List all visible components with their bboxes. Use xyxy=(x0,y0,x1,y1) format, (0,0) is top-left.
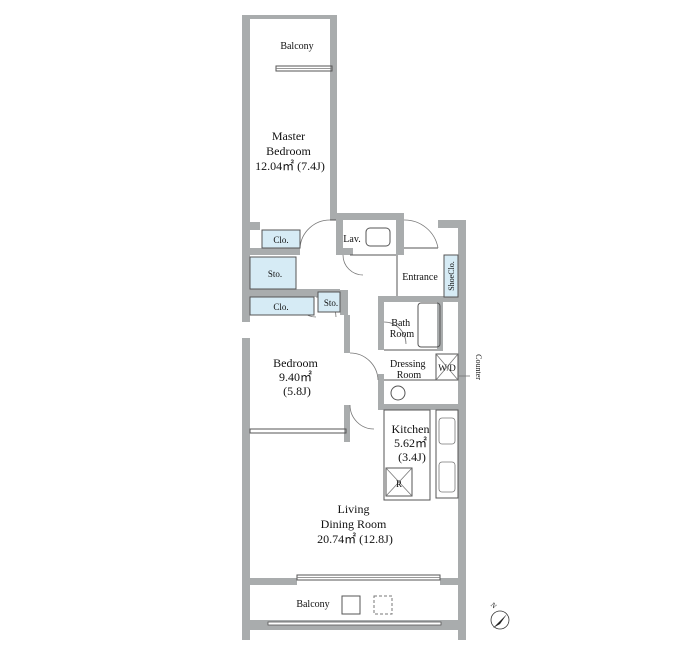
balcony-bottom-label: Balcony xyxy=(296,599,329,610)
closet-2 xyxy=(249,296,315,316)
fridge-label: R xyxy=(396,479,402,489)
dressing-room-line2: Room xyxy=(397,370,422,381)
clo-2-label: Clo. xyxy=(273,302,288,312)
counter-label: Counter xyxy=(474,354,483,380)
bath-room-label: Bath Room xyxy=(390,318,415,340)
master-bedroom-line1: Master xyxy=(272,129,305,143)
bath-room-line2: Room xyxy=(390,329,415,340)
bedroom-area: 9.40㎡ xyxy=(279,370,312,384)
kitchen-jo: (3.4J) xyxy=(398,450,426,464)
living-line2: Dining Room xyxy=(321,517,387,531)
bedroom-line1: Bedroom xyxy=(273,356,318,370)
kitchen-label: Kitchen 5.62㎡ (3.4J) xyxy=(392,422,433,464)
clo-1-label: Clo. xyxy=(273,235,288,245)
room-labels: Balcony Master Bedroom 12.04㎡ (7.4J) Clo… xyxy=(255,41,483,610)
walls xyxy=(242,15,466,640)
entrance-label: Entrance xyxy=(402,272,438,283)
dressing-room-label: Dressing Room xyxy=(390,359,428,381)
compass-circle xyxy=(490,610,510,630)
sto-1-label: Sto. xyxy=(268,269,282,279)
storage-1 xyxy=(249,256,297,290)
master-bedroom-area: 12.04㎡ (7.4J) xyxy=(255,159,325,173)
shoe-closet xyxy=(443,254,459,298)
bedroom-label: Bedroom 9.40㎡ (5.8J) xyxy=(273,356,321,398)
shoe-closet-label: ShoeClo. xyxy=(447,261,456,291)
living-area: 20.74㎡ (12.8J) xyxy=(317,532,393,546)
kitchen-area: 5.62㎡ xyxy=(394,436,427,450)
interior-lines xyxy=(295,219,470,615)
kitchen-line1: Kitchen xyxy=(392,422,430,436)
living-line1: Living xyxy=(338,502,370,516)
north-compass: N xyxy=(489,601,510,630)
master-bedroom-label: Master Bedroom 12.04㎡ (7.4J) xyxy=(255,129,325,173)
storage-2 xyxy=(317,291,341,313)
storage-areas xyxy=(249,229,459,316)
compass-letter: N xyxy=(489,601,498,610)
wd-label: W/D xyxy=(438,363,456,373)
compass-arrow xyxy=(493,614,507,628)
lav-label: Lav. xyxy=(343,234,360,245)
bath-room-line1: Bath xyxy=(391,318,410,329)
closet-1 xyxy=(261,229,301,249)
balcony-top-label: Balcony xyxy=(280,41,313,52)
living-label: Living Dining Room 20.74㎡ (12.8J) xyxy=(317,502,393,546)
master-bedroom-line2: Bedroom xyxy=(266,144,311,158)
dressing-room-line1: Dressing xyxy=(390,359,426,370)
bedroom-jo: (5.8J) xyxy=(283,384,311,398)
sto-2-label: Sto. xyxy=(324,298,338,308)
windows xyxy=(249,65,442,626)
